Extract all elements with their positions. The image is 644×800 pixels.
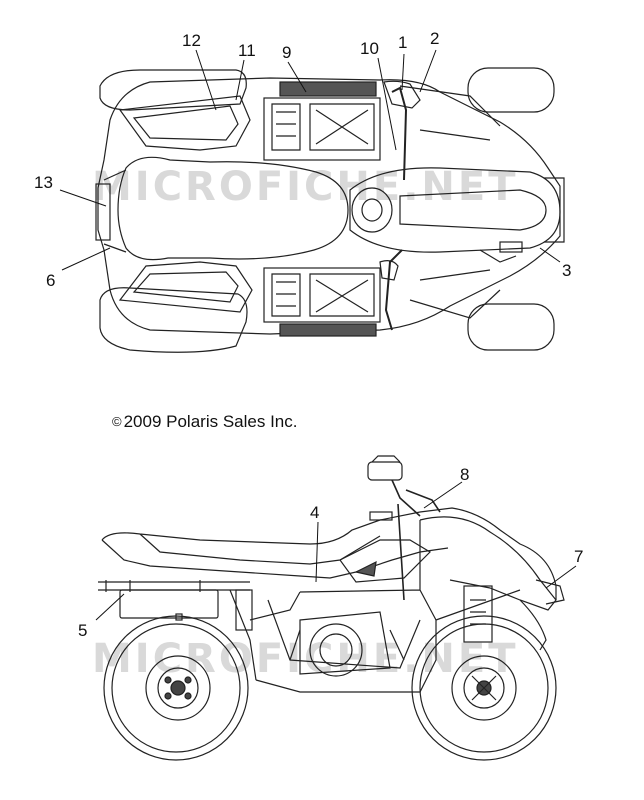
front-shock xyxy=(463,585,493,643)
callout-6: 6 xyxy=(46,271,55,290)
callout-4: 4 xyxy=(310,503,319,522)
atv-top-view xyxy=(95,67,565,353)
front-wheel-rim xyxy=(451,655,517,721)
callout-9: 9 xyxy=(282,43,291,62)
handlebar-grip xyxy=(367,461,403,481)
leader-lines xyxy=(59,49,577,621)
copyright-text: 2009 Polaris Sales Inc. xyxy=(123,412,298,431)
callout-5: 5 xyxy=(78,621,87,640)
rear-left-tire xyxy=(99,287,248,353)
rear-right-tire xyxy=(99,69,247,111)
tail-light xyxy=(95,183,111,241)
callout-11: 11 xyxy=(238,41,256,60)
side-panel xyxy=(339,539,431,583)
watermark-top: MICROFICHE.NET xyxy=(92,164,519,210)
rear-shock xyxy=(235,589,253,631)
callout-12: 12 xyxy=(182,31,201,50)
engine-cover xyxy=(309,623,363,677)
front-right-tire xyxy=(467,67,555,113)
copyright-symbol: © xyxy=(112,414,122,429)
body-top-line xyxy=(101,507,557,600)
atv-side-view xyxy=(98,455,565,761)
handlebar-top xyxy=(383,80,421,109)
footrest-lower xyxy=(263,267,381,323)
decal-lower-footrest xyxy=(279,323,377,337)
copyright-notice: ©2009 Polaris Sales Inc. xyxy=(112,412,297,432)
rear-wheel-rim xyxy=(145,655,211,721)
callout-3: 3 xyxy=(562,261,571,280)
callout-13: 13 xyxy=(34,173,53,192)
callout-2: 2 xyxy=(430,29,439,48)
gas-cap xyxy=(351,187,393,233)
callout-10: 10 xyxy=(360,39,379,58)
tail-box xyxy=(119,589,219,619)
callout-7: 7 xyxy=(574,547,583,566)
front-wheel-tire xyxy=(411,615,557,761)
body-outline xyxy=(97,77,561,335)
gas-cap-side xyxy=(369,511,393,521)
callout-labels: 1 2 3 4 5 6 7 8 9 10 11 12 13 xyxy=(34,29,583,640)
handlebar-bottom xyxy=(379,260,399,281)
decal-9 xyxy=(279,81,377,97)
front-left-tire xyxy=(467,303,555,351)
seat xyxy=(117,156,349,261)
callout-1: 1 xyxy=(398,33,407,52)
rear-fender-upper xyxy=(118,95,251,151)
front-fender xyxy=(419,516,557,611)
rear-fender-lower xyxy=(118,261,253,313)
callout-8: 8 xyxy=(460,465,469,484)
decal-3 xyxy=(499,241,523,253)
footrest-upper xyxy=(263,97,381,161)
